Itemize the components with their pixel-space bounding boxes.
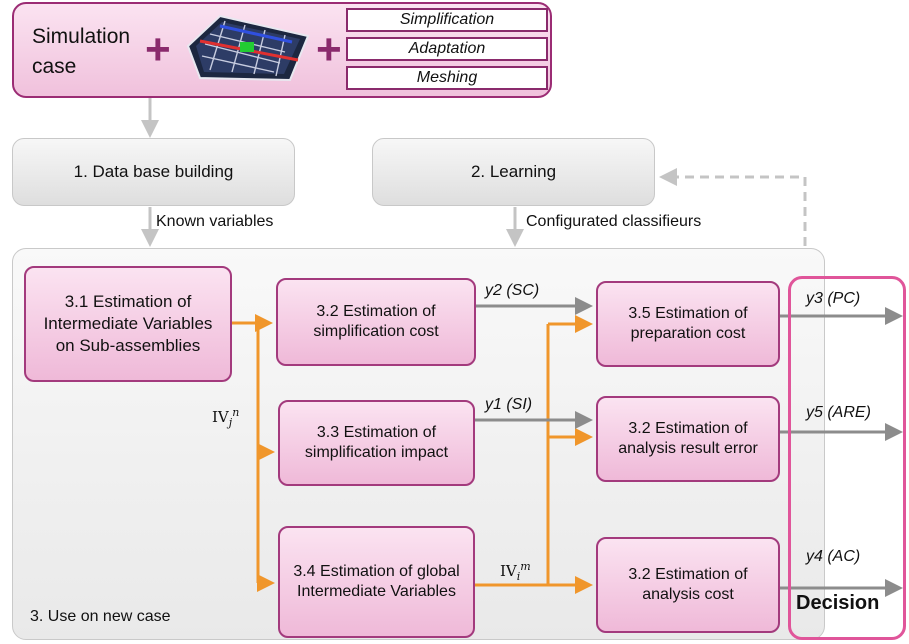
box-3-1-label: 3.1 Estimation of Intermediate Variables… (43, 292, 213, 355)
iv-i-base: IV (500, 562, 517, 580)
iv-j-sup: n (232, 406, 240, 419)
configured-classifiers-label: Configurated classifieurs (526, 213, 702, 230)
output-label-y1: y1 (SI) (485, 396, 533, 413)
meshing-step: Meshing (346, 66, 548, 90)
iv-j-base: IV (212, 408, 229, 426)
plus-icon: + (316, 25, 342, 74)
iv-j-label: IVjn (212, 406, 239, 429)
learning-label: 2. Learning (470, 162, 557, 181)
output-label-y2: y2 (SC) (485, 282, 540, 299)
arrow-feedback-dashed (659, 168, 807, 246)
output-label-y3: y3 (PC) (806, 290, 861, 307)
box-analysis-result-error: 3.2 Estimation of analysis result error (596, 396, 780, 482)
simulation-case-label: Simulation case (32, 22, 130, 82)
database-building-label: 1. Data base building (73, 162, 234, 181)
plus-icon: + (145, 25, 171, 74)
output-label-y4: y4 (AC) (806, 548, 861, 565)
box-analysis-cost-label: 3.2 Estimation of analysis cost (628, 566, 748, 603)
adaptation-step: Adaptation (346, 37, 548, 61)
box-3-2-label: 3.2 Estimation of simplification cost (313, 303, 439, 340)
decision-label: Decision (796, 592, 880, 614)
box-3-3-simplification-impact: 3.3 Estimation of simplification impact (278, 400, 475, 486)
box-analysis-result-error-label: 3.2 Estimation of analysis result error (618, 420, 758, 457)
box-3-5-label: 3.5 Estimation of preparation cost (628, 305, 748, 342)
box-3-3-label: 3.3 Estimation of simplification impact (304, 424, 449, 461)
iv-i-sub: i (516, 570, 521, 583)
iv-j-sub: j (228, 416, 233, 429)
simulation-label-line1: Simulation (32, 25, 131, 48)
database-building-box: 1. Data base building (12, 138, 295, 206)
known-variables-label: Known variables (156, 213, 274, 230)
box-3-4-label: 3.4 Estimation of global Intermediate Va… (293, 563, 460, 600)
simulation-label-line2: case (32, 55, 77, 78)
use-on-new-case-label: 3. Use on new case (30, 608, 171, 625)
box-analysis-cost: 3.2 Estimation of analysis cost (596, 537, 780, 633)
simplification-step: Simplification (346, 8, 548, 32)
box-3-5-preparation-cost: 3.5 Estimation of preparation cost (596, 281, 780, 367)
box-3-4-global-intermediate-variables: 3.4 Estimation of global Intermediate Va… (278, 526, 475, 638)
box-3-1-intermediate-variables: 3.1 Estimation of Intermediate Variables… (24, 266, 232, 382)
iv-i-label: IVim (500, 560, 531, 583)
output-label-y5: y5 (ARE) (806, 404, 871, 421)
vehicle-model-image (186, 14, 310, 82)
iv-i-sup: m (520, 560, 531, 573)
learning-box: 2. Learning (372, 138, 655, 206)
box-3-2-simplification-cost: 3.2 Estimation of simplification cost (276, 278, 476, 366)
decision-frame (788, 276, 906, 640)
